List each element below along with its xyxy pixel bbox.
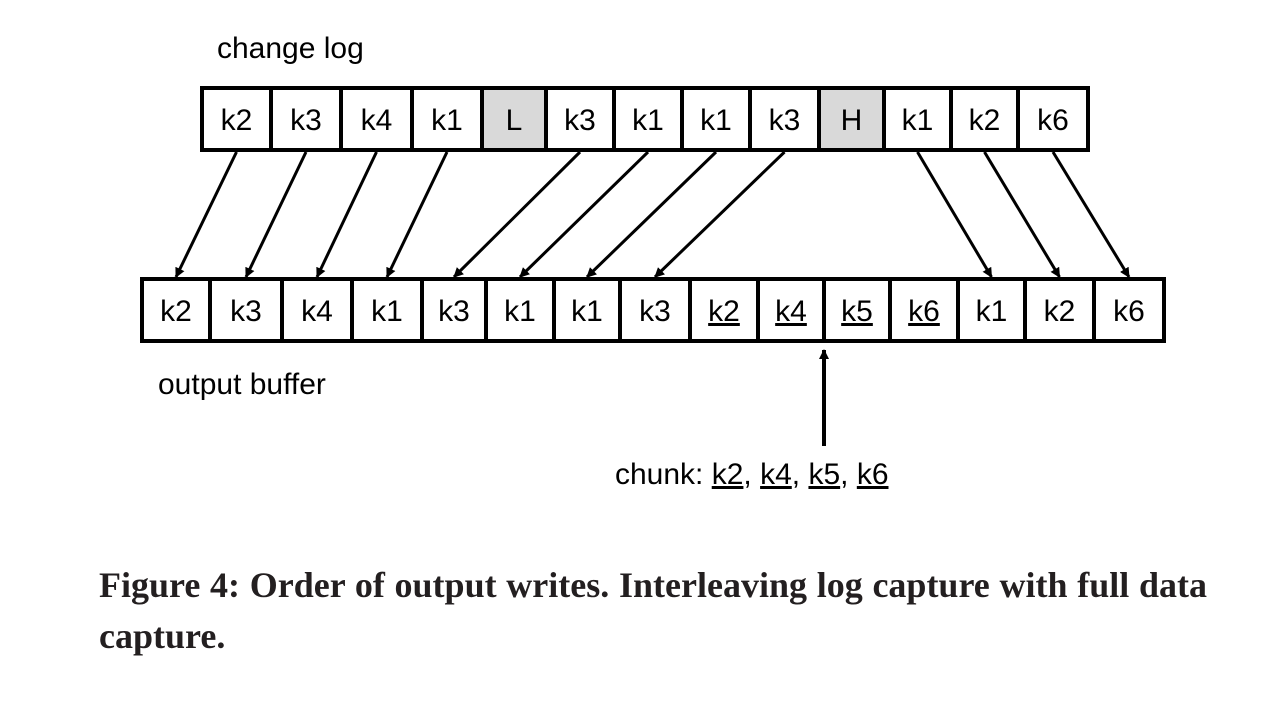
chunk-key-1: k4 [760,458,792,491]
chunk-separator: , [743,458,760,491]
chunk-label: chunk: k2, k4, k5, k6 [615,458,889,491]
change-log-cell-11 [949,86,1020,152]
change-log-cell-8 [748,86,821,152]
output-buffer-cell-label-4: k3 [438,295,470,328]
output-buffer-cell-13 [1023,277,1096,343]
output-buffer-cell-label-0: k2 [160,295,192,328]
output-buffer-cell-9 [756,277,826,343]
output-buffer-cell-2 [280,277,354,343]
output-buffer-cell-label-14: k6 [1113,295,1145,328]
chunk-key-2: k5 [808,458,840,491]
mapping-arrows [174,150,1131,279]
mapping-arrow-7 [653,150,786,279]
change-log-cell-label-11: k2 [969,104,1001,137]
change-log-label: change log [217,32,364,65]
change-log-cell-9 [817,86,886,152]
change-log-cell-label-4: L [506,104,523,137]
output-buffer-cell-label-9: k4 [775,295,807,328]
output-buffer-cell-label-10: k5 [841,295,873,328]
chunk-separator: , [840,458,857,491]
mapping-arrow-4 [452,150,582,279]
mapping-arrow-3 [385,151,449,278]
change-log-cell-12 [1016,86,1090,152]
change-log-cell-label-2: k4 [361,104,393,137]
chunk-key-0: k2 [712,458,744,491]
output-buffer-label: output buffer [158,368,326,401]
output-buffer-cell-label-11: k6 [908,295,940,328]
output-buffer-cell-label-12: k1 [976,295,1008,328]
output-buffer-cell-label-2: k4 [301,295,333,328]
mapping-arrow-2 [315,151,378,278]
change-log-cell-label-10: k1 [902,104,934,137]
output-buffer-cell-label-7: k3 [639,295,671,328]
change-log-cell-0 [200,86,273,152]
chunk-prefix: chunk: [615,458,712,491]
change-log-cell-label-9: H [841,104,863,137]
output-buffer-cell-3 [350,277,424,343]
chunk-key-3: k6 [857,458,889,491]
change-log-cell-7 [680,86,752,152]
chunk-text: chunk: k2, k4, k5, k6 [615,458,889,491]
output-buffer-row: k2 k3 k4 k1 k3 k1 k1 k3 k2 k4 k5 k6 k1 k2 k6 [140,277,1166,343]
figure-caption: Figure 4: Order of output writes. Interl… [99,565,1207,656]
change-log-cell-label-0: k2 [221,104,253,137]
mapping-arrow-9 [983,151,1061,278]
mapping-arrow-8 [916,151,993,278]
change-log-cell-label-3: k1 [431,104,463,137]
mapping-arrow-6 [585,150,718,279]
change-log-cell-label-8: k3 [769,104,801,137]
change-log-cell-label-1: k3 [290,104,322,137]
output-buffer-cell-14 [1092,277,1166,343]
output-buffer-cell-label-13: k2 [1044,295,1076,328]
mapping-arrow-1 [244,151,308,278]
change-log-cell-1 [269,86,343,152]
change-log-cell-4 [480,86,548,152]
output-buffer-cell-6 [552,277,622,343]
output-buffer-cell-7 [618,277,692,343]
output-buffer-cell-label-6: k1 [571,295,603,328]
output-buffer-cell-11 [888,277,960,343]
mapping-arrow-0 [174,151,238,278]
change-log-cell-label-6: k1 [632,104,664,137]
output-buffer-cell-label-8: k2 [708,295,740,328]
change-log-cell-label-5: k3 [564,104,596,137]
mapping-arrow-5 [518,150,650,279]
change-log-cell-label-7: k1 [700,104,732,137]
change-log-cell-label-12: k6 [1037,104,1069,137]
output-buffer-cell-label-5: k1 [504,295,536,328]
change-log-cell-2 [339,86,414,152]
chunk-separator: , [792,458,809,491]
output-buffer-cell-5 [484,277,556,343]
output-buffer-cell-label-1: k3 [230,295,262,328]
mapping-arrow-10 [1051,151,1131,278]
output-buffer-cell-label-3: k1 [371,295,403,328]
